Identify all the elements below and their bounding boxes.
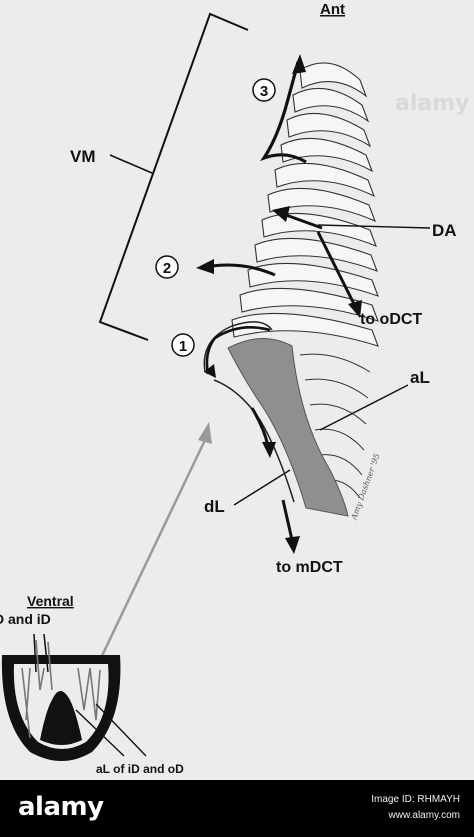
path-2-arrowhead <box>196 259 214 274</box>
vm-leader-line <box>109 154 153 174</box>
label-to-mdct: to mDCT <box>276 559 343 576</box>
inset-label-d-and-id: D and iD <box>0 611 51 627</box>
label-da: DA <box>432 221 457 240</box>
label-al: aL <box>410 368 430 387</box>
dl-leader-line <box>233 469 291 506</box>
label-vm: VM <box>70 147 96 166</box>
inset-pointer-line <box>98 439 207 661</box>
da-leader-line <box>317 224 431 229</box>
lower-folds <box>299 353 371 499</box>
mdct-arrow <box>281 499 294 541</box>
step-1-number: 1 <box>179 338 187 355</box>
mdct-arrowhead <box>285 536 300 554</box>
label-ant: Ant <box>320 1 345 18</box>
alamy-logo: alamy <box>18 792 104 822</box>
al-leader-line <box>319 384 409 431</box>
vm-bracket <box>98 12 249 341</box>
step-3-marker: 3 <box>252 78 276 102</box>
label-to-odct: to oDCT <box>360 311 422 328</box>
path-3-arrow <box>259 61 307 164</box>
site-url-text: www.alamy.com <box>388 810 461 821</box>
inset-label-ventral: Ventral <box>27 593 74 609</box>
da-arrow <box>285 213 323 230</box>
label-dl: dL <box>204 497 225 516</box>
image-id-text: Image ID: RHMAYH <box>371 794 460 805</box>
step-2-number: 2 <box>163 260 171 277</box>
lamellae-stack <box>231 62 379 347</box>
odct-arrow <box>316 231 358 309</box>
dl-arrowhead <box>262 442 276 458</box>
inset-pointer-head <box>198 422 212 444</box>
path-2-arrow <box>211 263 276 277</box>
step-1-marker: 1 <box>171 333 195 357</box>
path-1-arrowhead <box>204 364 216 378</box>
path-1-arrow <box>205 326 271 375</box>
da-arrowhead <box>272 206 290 222</box>
path-3-arrowhead <box>292 54 306 74</box>
watermark-footer: alamy Image ID: RHMAYH www.alamy.com <box>0 780 474 837</box>
odct-arrowhead <box>348 300 362 318</box>
inset-cross-section <box>1 633 147 761</box>
anatomy-diagram: alamy Amy Dashner '95 <box>0 1 470 776</box>
inset-label-al-of-id-and-od: aL of iD and oD <box>96 762 184 776</box>
artist-signature: Amy Dashner '95 <box>349 452 382 521</box>
al-shaded-region <box>227 337 349 517</box>
watermark-meta: Image ID: RHMAYH www.alamy.com <box>371 792 460 824</box>
step-2-marker: 2 <box>155 255 179 279</box>
background-watermark: alamy <box>395 91 470 116</box>
dl-arrow <box>250 407 270 447</box>
step-3-number: 3 <box>260 83 268 100</box>
